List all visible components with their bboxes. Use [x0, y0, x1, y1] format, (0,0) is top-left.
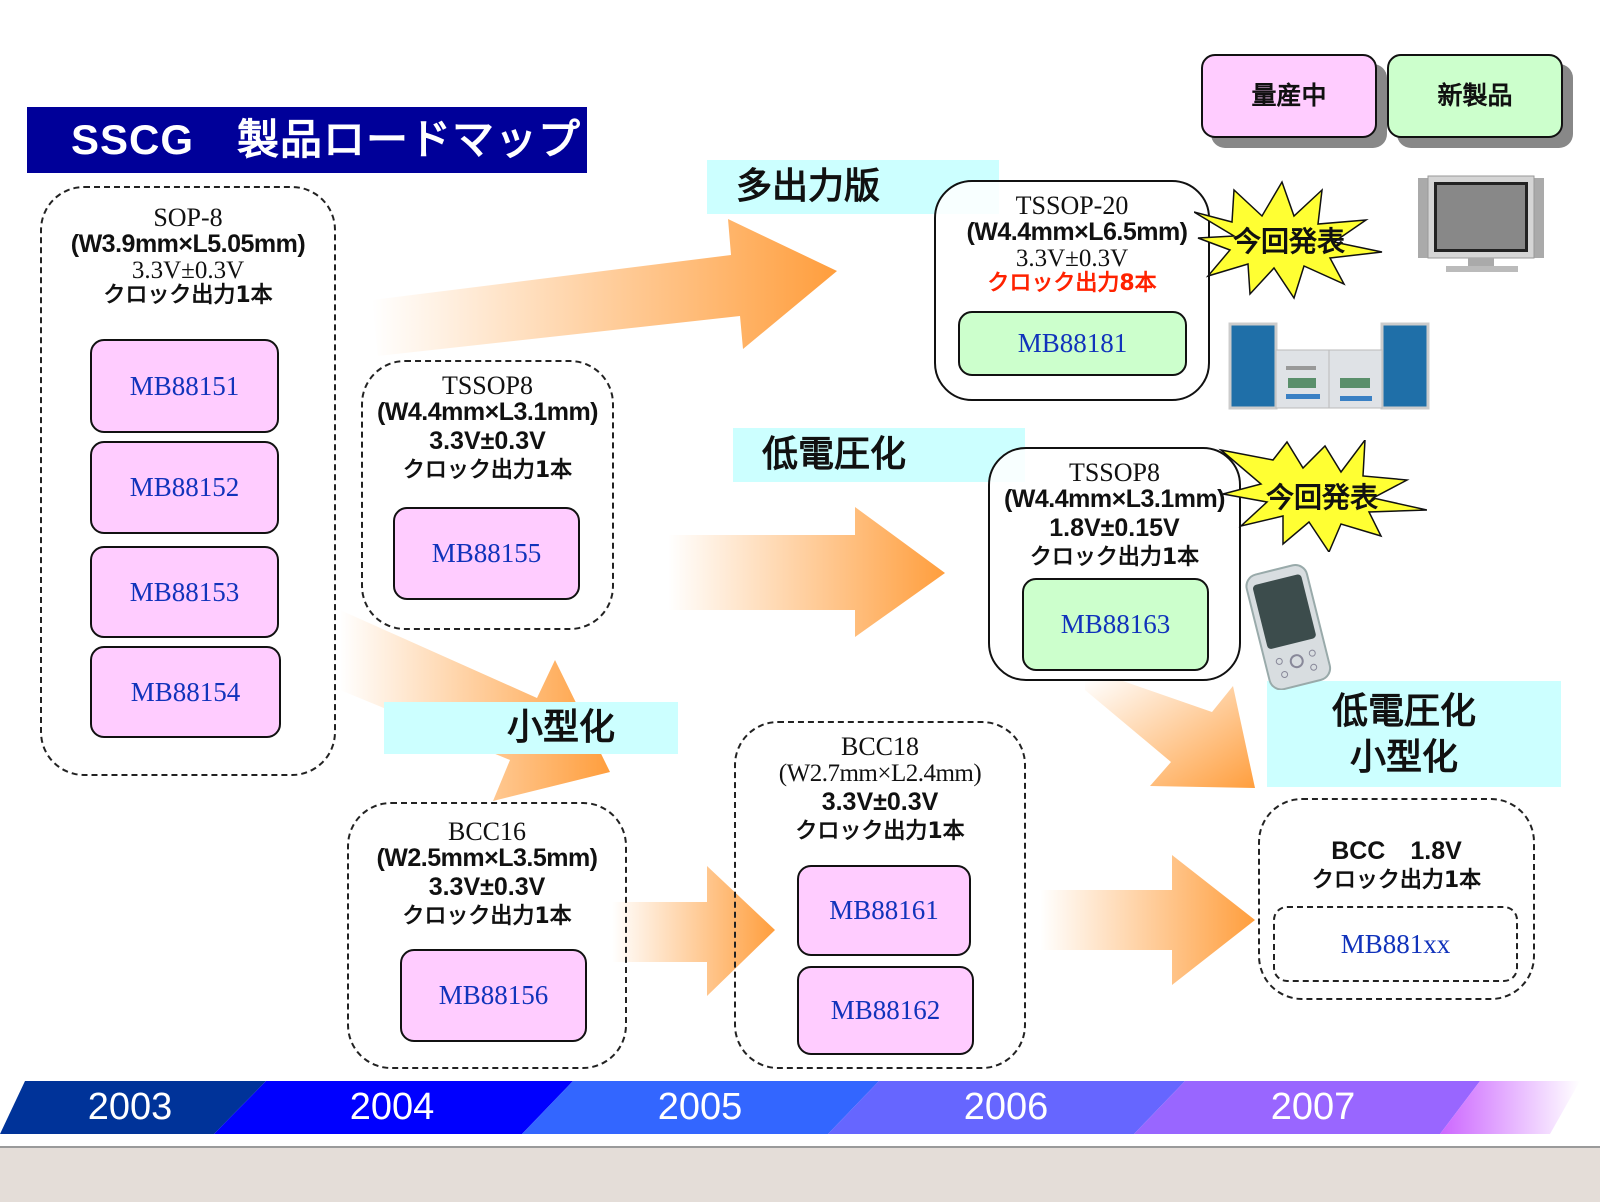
clock-outputs: クロック出力1本 — [795, 819, 965, 844]
supply-voltage: 3.3V±0.3V — [429, 427, 546, 455]
chip-mb88163[interactable]: MB88163 — [1022, 578, 1209, 671]
timeline-segment-2004 — [214, 1081, 573, 1134]
supply-voltage: 3.3V±0.3V — [428, 873, 546, 901]
tag-label: 低電圧化 — [761, 434, 906, 475]
group-bcc18: BCC18 (W2.7mm×L2.4mm) 3.3V±0.3V クロック出力1本 — [734, 721, 1026, 1069]
timeline-year-2005: 2005 — [657, 1086, 743, 1128]
starburst-icon — [1194, 180, 1383, 300]
mini-stereo-icon — [1228, 322, 1430, 410]
package-name: BCC18 — [840, 732, 920, 761]
chip-mb88161[interactable]: MB88161 — [797, 865, 971, 956]
timeline-segment-2006 — [828, 1081, 1185, 1134]
clock-outputs: クロック出力1本 — [402, 904, 572, 929]
package-dimensions: (W2.7mm×L2.4mm) — [778, 760, 982, 787]
flat-panel-tv-icon — [1418, 172, 1544, 276]
arrow-to-multi-output — [372, 219, 837, 356]
arrows-layer — [0, 219, 1580, 1134]
slide: SSCG 製品ロードマップ 量産中 新製品 SOP-8 (W3.9mm×L5.0… — [0, 54, 1580, 1134]
group-bcc-future: BCC 1.8V クロック出力1本 — [1258, 798, 1535, 1000]
tag-label-line2: 小型化 — [1349, 737, 1458, 778]
timeline-segment-end — [1440, 1081, 1580, 1134]
starburst-icon — [1218, 440, 1427, 552]
package-dimensions: (W2.5mm×L3.5mm) — [376, 844, 598, 872]
announce-burst-tssop20: 今回発表 — [1194, 180, 1384, 300]
clock-outputs: クロック出力1本 — [402, 458, 573, 483]
chip-mb881xx[interactable]: MB881xx — [1273, 906, 1518, 982]
package-dimensions: (W4.4mm×L3.1mm) — [376, 398, 599, 426]
tag-label: 多出力版 — [735, 166, 880, 207]
tag-low-voltage-miniaturization: 低電圧化 小型化 — [1267, 681, 1561, 787]
timeline-segment-2005 — [522, 1081, 879, 1134]
legend-new-product: 新製品 — [1387, 54, 1563, 138]
chip-mb88153[interactable]: MB88153 — [90, 546, 279, 638]
legend-mass-production: 量産中 — [1201, 54, 1377, 138]
package-and-voltage: BCC 1.8V — [1331, 837, 1462, 865]
tag-low-voltage: 低電圧化 — [733, 428, 1025, 482]
group-sop8: SOP-8 (W3.9mm×L5.05mm) 3.3V±0.3V クロック出力1… — [40, 186, 336, 776]
tag-label: 小型化 — [506, 707, 615, 748]
chip-mb88151[interactable]: MB88151 — [90, 339, 279, 433]
clock-outputs: クロック出力1本 — [1311, 868, 1482, 893]
arrow-to-low-voltage — [668, 507, 945, 637]
group-tssop8: TSSOP8 (W4.4mm×L3.1mm) 3.3V±0.3V クロック出力1… — [361, 360, 614, 630]
chip-mb88156[interactable]: MB88156 — [400, 949, 587, 1042]
supply-voltage: 3.3V±0.3V — [821, 788, 939, 816]
supply-voltage: 3.3V±0.3V — [131, 257, 245, 284]
package-dimensions: (W4.4mm×L6.5mm) — [966, 218, 1188, 246]
notes-pane — [0, 1146, 1600, 1202]
timeline-segment-2003 — [0, 1081, 266, 1134]
package-name: TSSOP-20 — [1015, 191, 1129, 220]
clock-outputs: クロック出力1本 — [1029, 545, 1200, 570]
chip-mb88181[interactable]: MB88181 — [958, 311, 1187, 376]
chip-mb88152[interactable]: MB88152 — [90, 441, 279, 534]
chip-mb88154[interactable]: MB88154 — [90, 646, 281, 738]
timeline-year-2006: 2006 — [963, 1086, 1049, 1128]
tag-label-line1: 低電圧化 — [1331, 691, 1476, 732]
timeline-band — [0, 1081, 1580, 1134]
supply-voltage: 1.8V±0.15V — [1049, 514, 1180, 542]
clock-outputs: クロック出力1本 — [103, 283, 273, 308]
clock-outputs: クロック出力8本 — [987, 271, 1157, 296]
arrow-low-voltage-to-future — [1085, 680, 1255, 788]
timeline-year-2003: 2003 — [87, 1086, 173, 1128]
pda-handheld-icon — [1243, 562, 1335, 691]
announce-burst-tssop8-lv: 今回発表 — [1217, 440, 1427, 552]
page-title: SSCG 製品ロードマップ — [27, 107, 587, 173]
timeline-segment-2007 — [1134, 1081, 1480, 1134]
group-bcc16: BCC16 (W2.5mm×L3.5mm) 3.3V±0.3V クロック出力1本 — [347, 802, 627, 1069]
chip-mb88155[interactable]: MB88155 — [393, 507, 580, 600]
tag-miniaturization: 小型化 — [384, 702, 678, 754]
package-name: TSSOP8 — [1068, 458, 1161, 487]
announce-label: 今回発表 — [1265, 481, 1378, 514]
package-dimensions: (W4.4mm×L3.1mm) — [1003, 485, 1226, 513]
package-dimensions: (W3.9mm×L5.05mm) — [70, 230, 306, 258]
announce-label: 今回発表 — [1232, 225, 1345, 258]
arrow-bcc18-to-future — [1040, 855, 1255, 985]
package-name: BCC16 — [447, 817, 527, 846]
timeline-year-2007: 2007 — [1270, 1086, 1356, 1128]
timeline-year-2004: 2004 — [349, 1086, 435, 1128]
package-name: TSSOP8 — [441, 371, 534, 400]
package-name: SOP-8 — [153, 203, 223, 232]
chip-mb88162[interactable]: MB88162 — [797, 966, 974, 1055]
supply-voltage: 3.3V±0.3V — [1015, 245, 1129, 272]
